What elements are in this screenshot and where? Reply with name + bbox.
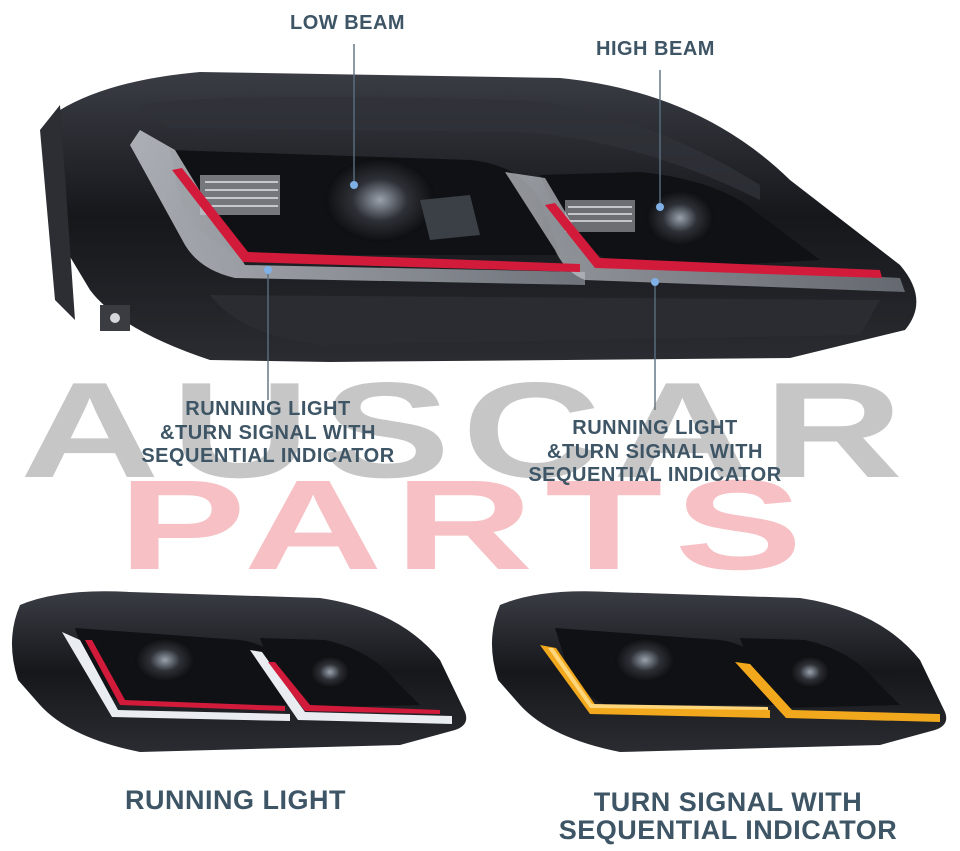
watermark-auscar: AUSCAR (20, 354, 915, 506)
label-low-beam: LOW BEAM (290, 12, 406, 34)
label-running-light-right: RUNNING LIGHT &TURN SIGNAL WITH SEQUENTI… (528, 417, 782, 487)
high-beam-projector (646, 190, 714, 246)
drl-red-strip-right (545, 203, 882, 278)
label-running-light-left: RUNNING LIGHT &TURN SIGNAL WITH SEQUENTI… (141, 398, 395, 468)
running-light-headlight (11, 591, 467, 752)
label-high-beam: HIGH BEAM (596, 38, 715, 60)
caption-running-light: RUNNING LIGHT (125, 785, 346, 815)
caption-turn-signal: TURN SIGNAL WITH SEQUENTIAL INDICATOR (558, 787, 898, 846)
low-beam-projector (325, 158, 435, 242)
turn-signal-headlight (491, 591, 947, 752)
watermark-parts: PARTS (118, 454, 815, 597)
